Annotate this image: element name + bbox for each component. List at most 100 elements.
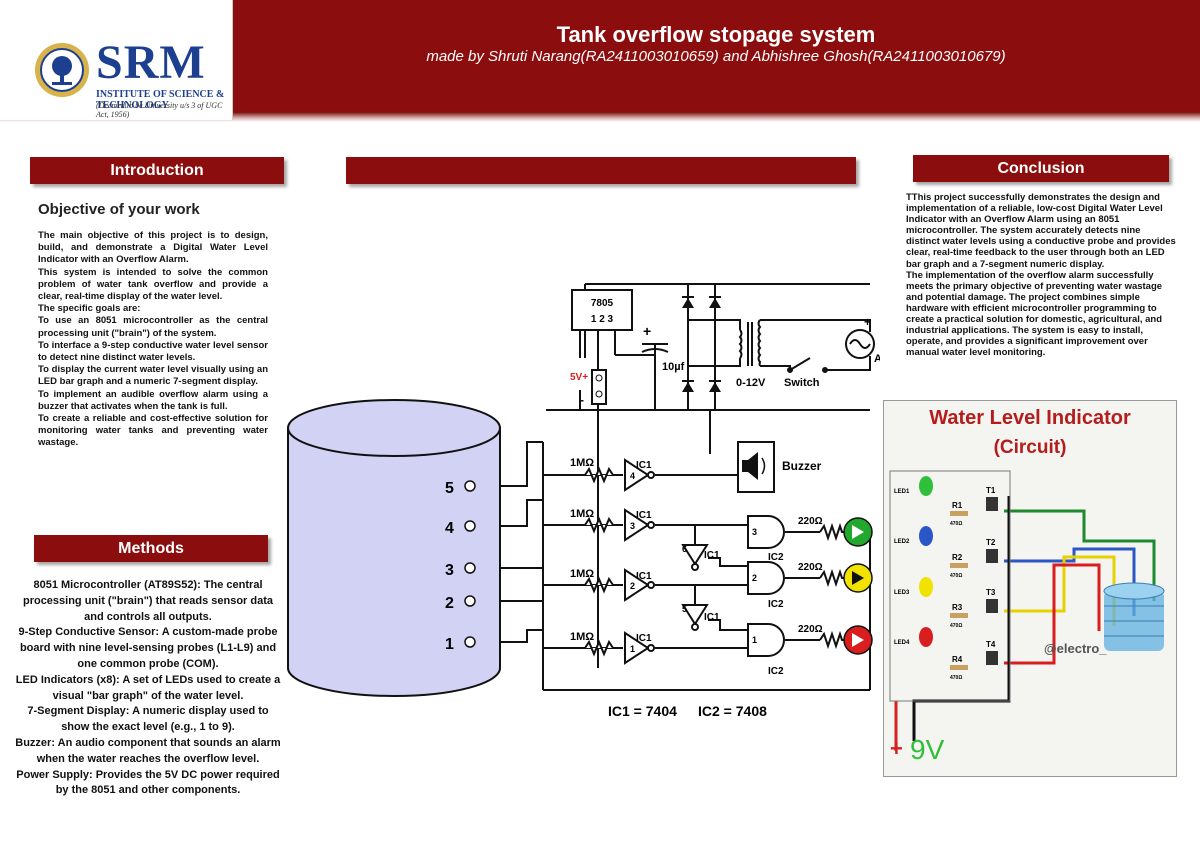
- regulator-7805: [571, 289, 633, 331]
- gate-number: 3: [630, 521, 635, 531]
- probe-label: 3: [445, 562, 454, 579]
- led-resistor-label: 220Ω: [798, 516, 823, 527]
- led-resistor-label: 220Ω: [798, 562, 823, 573]
- inverter-gate-icon: [624, 508, 650, 542]
- photo-battery-label: 9V: [910, 734, 945, 765]
- gate-number: 6: [682, 544, 687, 554]
- photo-resistor-label: R1: [952, 501, 963, 510]
- method-item: 9-Step Conductive Sensor: A custom-made …: [18, 626, 278, 670]
- intro-paragraph: This system is intended to solve the com…: [38, 266, 268, 303]
- ic2-label: IC2: [768, 599, 784, 610]
- ic1-label: IC1: [636, 460, 652, 471]
- header-shade: [0, 112, 1200, 122]
- conclusion-heading: Conclusion: [913, 155, 1169, 182]
- resistor-1m-icon: [584, 466, 614, 484]
- method-item: LED Indicators (x8): A set of LEDs used …: [15, 673, 281, 702]
- transformer-icon: [738, 319, 762, 367]
- introduction-heading: Introduction: [30, 157, 284, 184]
- photo-resistor-label: R2: [952, 553, 963, 562]
- photo-resistor-value: 470Ω: [950, 675, 962, 681]
- inverter-gate-icon: [624, 568, 650, 602]
- method-item: Power Supply: Provides the 5V DC power r…: [16, 768, 280, 797]
- photo-title: Water Level Indicator: [929, 407, 1131, 429]
- methods-body: 8051 Microcontroller (AT89S52): The cent…: [12, 578, 284, 799]
- poster-title: Tank overflow stopage system: [556, 22, 876, 47]
- ac-plus-label: +: [864, 315, 871, 329]
- methods-heading: Methods: [34, 535, 268, 562]
- intro-paragraph: To create a reliable and cost-effective …: [38, 413, 268, 449]
- and-gate-number: 1: [752, 635, 757, 645]
- photo-resistor-value: 470Ω: [950, 573, 962, 579]
- switch-label: Switch: [784, 377, 820, 389]
- bridge-diodes-icon: [682, 296, 721, 392]
- regulator-pins: 1 2 3: [591, 314, 614, 325]
- probe-label: 2: [445, 595, 454, 612]
- photo-water-container: [1103, 582, 1165, 651]
- gate-number: 1: [630, 644, 635, 654]
- poster-authors: made by Shruti Narang(RA2411003010659) a…: [426, 48, 1006, 65]
- method-item: 8051 Microcontroller (AT89S52): The cent…: [22, 579, 274, 623]
- intro-paragraph: The main objective of this project is to…: [38, 230, 268, 266]
- supply-terminal: [591, 369, 607, 405]
- logo: SRM INSTITUTE OF SCIENCE & TECHNOLOGY (D…: [0, 0, 233, 120]
- photo-resistor-label: R4: [952, 655, 963, 664]
- regulator-label: 7805: [591, 298, 614, 309]
- ic2-label: IC2: [768, 666, 784, 677]
- inverter-gate-icon: [681, 604, 709, 626]
- and-gate-icon: [747, 561, 785, 595]
- resistor-1m-icon: [584, 639, 614, 657]
- buzzer-label: Buzzer: [782, 459, 822, 473]
- photo-battery-sign: +: [890, 736, 903, 761]
- inverter-gate-icon: [624, 458, 650, 492]
- conclusion-paragraph: TThis project successfully demonstrates …: [906, 192, 1176, 270]
- capacitor-label: 10µf: [662, 361, 685, 373]
- gate-number: 5: [682, 604, 687, 614]
- probe-label: 5: [445, 480, 454, 497]
- logo-wordmark: SRM: [96, 36, 206, 89]
- photo-leds: [919, 476, 933, 647]
- ac-label: AC: [874, 353, 880, 365]
- resistor-1m-icon: [584, 576, 614, 594]
- resistor-220-icon: [819, 522, 846, 542]
- resistor-label: 1MΩ: [570, 508, 594, 520]
- ic1-legend: IC1 = 7404: [608, 703, 677, 719]
- ic1-label: IC1: [704, 550, 720, 561]
- ic2-legend: IC2 = 7408: [698, 703, 767, 719]
- photo-subtitle: (Circuit): [993, 437, 1067, 458]
- ic1-label: IC1: [704, 612, 720, 623]
- inverter-gate-icon: [624, 631, 650, 665]
- and-gate-icon: [747, 623, 785, 657]
- logo-institute-line: INSTITUTE OF SCIENCE & TECHNOLOGY: [96, 89, 225, 111]
- resistor-label: 1MΩ: [570, 631, 594, 643]
- university-emblem-icon: [35, 43, 89, 97]
- buzzer-icon: [742, 452, 766, 480]
- switch-icon: [787, 357, 828, 373]
- ic1-label: IC1: [636, 510, 652, 521]
- method-item: Buzzer: An audio component that sounds a…: [15, 736, 281, 765]
- probe-label: 4: [445, 520, 454, 537]
- transformer-label: 0-12V: [736, 377, 766, 389]
- photo-led-label: LED2: [894, 539, 910, 545]
- inverter-gate-icon: [681, 544, 709, 566]
- and-gate-number: 3: [752, 527, 757, 537]
- resistor-1m-icon: [584, 516, 614, 534]
- photo-resistor-value: 470Ω: [950, 521, 962, 527]
- circuit-photo: LED1 LED2 LED3 LED4 R1 R2 R3 R4 470Ω 470…: [883, 400, 1177, 777]
- photo-transistor-label: T3: [986, 588, 996, 597]
- ic1-label: IC1: [636, 571, 652, 582]
- results-heading-bar: [346, 157, 856, 184]
- probe-label: 1: [445, 636, 454, 653]
- circuit-diagram: 7805 1 2 3 + 10µf 5V+ - 0-12V Switch + A…: [287, 283, 880, 719]
- intro-paragraph: To use an 8051 microcontroller as the ce…: [38, 315, 268, 339]
- resistor-220-icon: [819, 568, 846, 588]
- resistor-220-icon: [819, 630, 846, 650]
- probe-terminals: [464, 480, 476, 648]
- intro-paragraph: To interface a 9-step conductive water l…: [38, 339, 268, 364]
- supply-minus-label: -: [580, 393, 584, 407]
- led-resistor-label: 220Ω: [798, 624, 823, 635]
- gate-number: 4: [630, 471, 635, 481]
- gate-number: 2: [630, 581, 635, 591]
- capacitor-plus: +: [643, 323, 651, 339]
- capacitor-icon: [641, 343, 669, 353]
- supply-plus-label: 5V+: [570, 372, 588, 383]
